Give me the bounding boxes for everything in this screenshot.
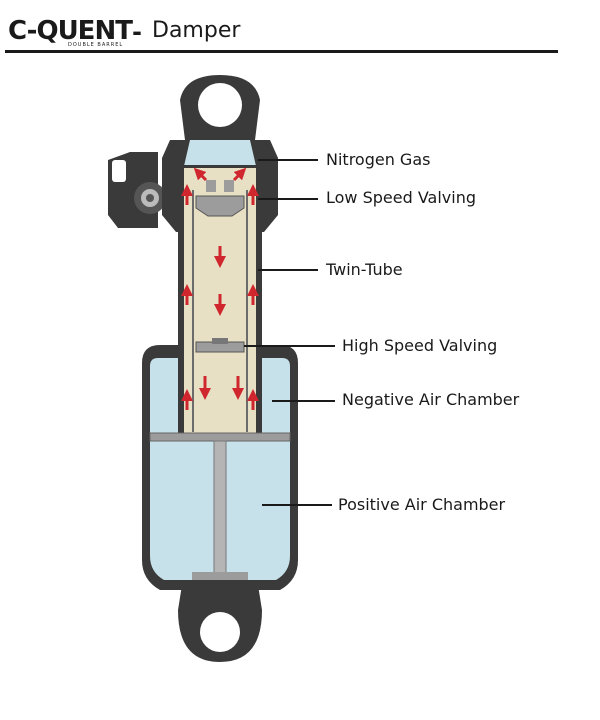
title-separator: - — [132, 18, 142, 46]
header-rule — [5, 50, 558, 53]
label-low-speed-valving: Low Speed Valving — [326, 188, 476, 207]
label-negative-air-chamber: Negative Air Chamber — [342, 390, 520, 409]
brand-logo-subtext: DOUBLE BARREL — [68, 42, 124, 48]
label-twin-tube: Twin-Tube — [326, 260, 403, 279]
flow-arrows — [181, 167, 259, 410]
low-speed-valve — [195, 180, 245, 217]
brand-logo: C-QUENT — [8, 16, 133, 46]
leader-lines — [244, 159, 335, 506]
label-high-speed-valving: High Speed Valving — [342, 336, 498, 355]
label-positive-air-chamber: Positive Air Chamber — [338, 495, 506, 514]
bottom-eyelet — [178, 585, 262, 662]
header: C-QUENT DOUBLE BARREL - Damper — [0, 0, 600, 60]
page-title: Damper — [152, 18, 241, 43]
adjuster-knob — [108, 152, 166, 228]
top-eyelet — [180, 75, 260, 140]
label-nitrogen-gas: Nitrogen Gas — [326, 150, 431, 169]
air-piston — [149, 432, 291, 580]
